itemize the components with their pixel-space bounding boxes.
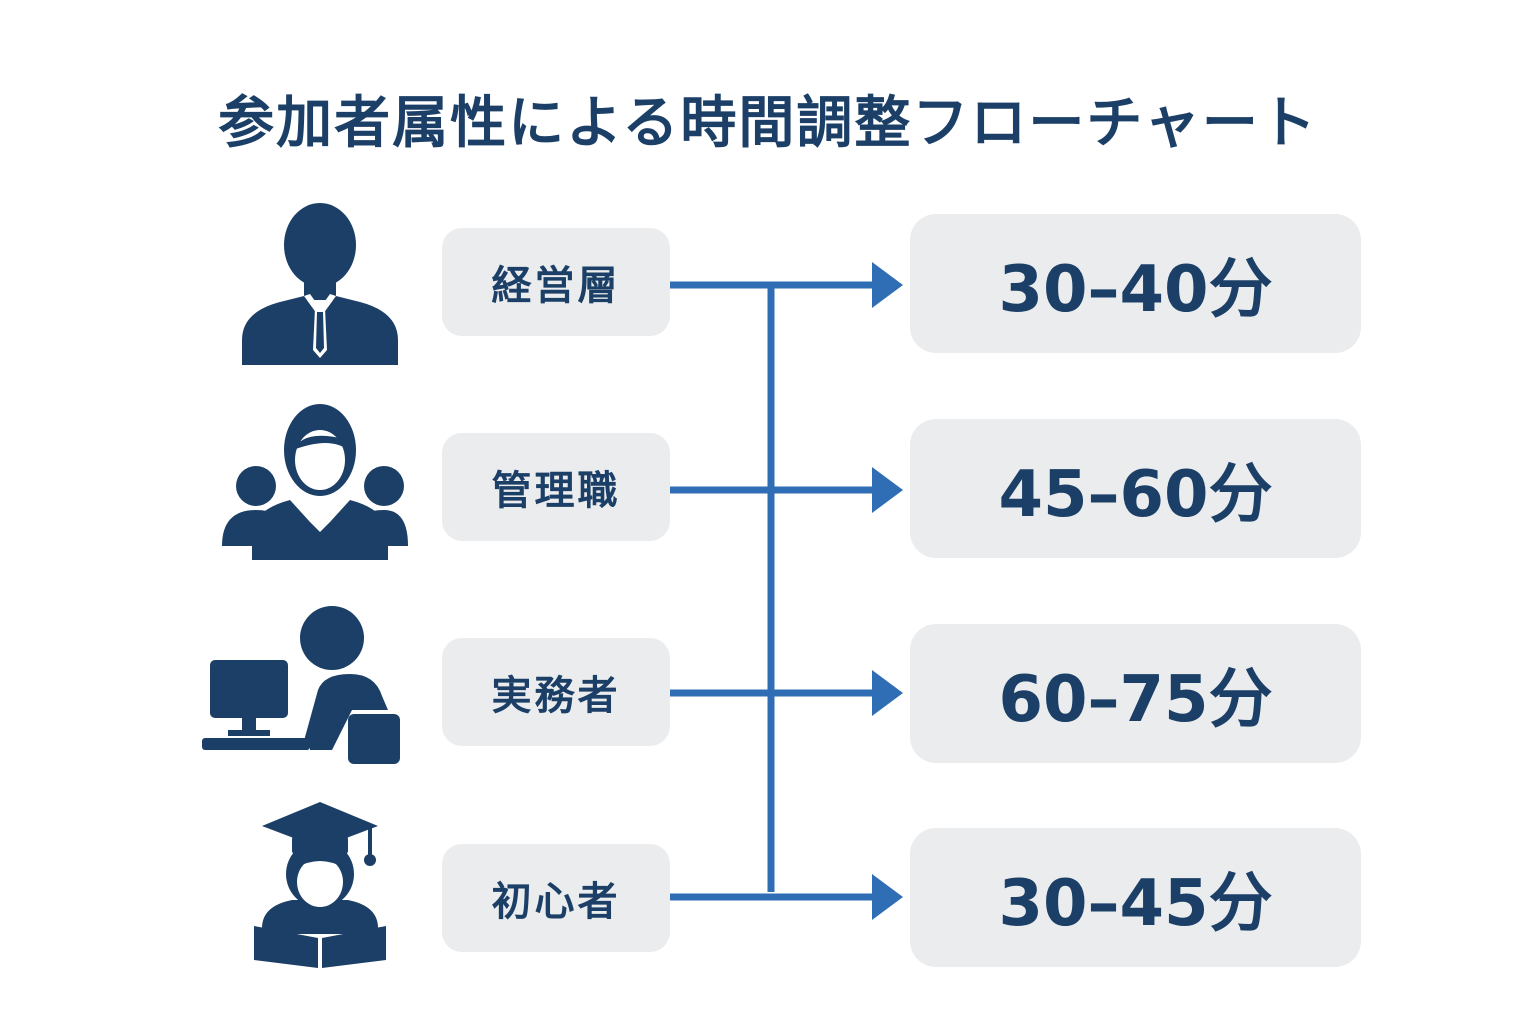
worker-at-computer-icon (200, 598, 430, 768)
arrowhead-2 (872, 467, 903, 513)
attribute-label-executive: 経営層 (442, 228, 670, 336)
executive-person-with-tie-icon (200, 200, 430, 370)
page-title: 参加者属性による時間調整フローチャート (218, 91, 1318, 156)
time-range-worker: 60–75分 (910, 624, 1361, 763)
arrowhead-4 (872, 874, 903, 920)
arrowhead-1 (872, 262, 903, 308)
attribute-label-beginner: 初心者 (442, 844, 670, 952)
time-range-beginner: 30–45分 (910, 828, 1361, 967)
arrowhead-3 (872, 670, 903, 716)
connector-lines (670, 281, 878, 901)
attribute-label-worker: 実務者 (442, 638, 670, 746)
attribute-label-manager: 管理職 (442, 433, 670, 541)
time-range-manager: 45–60分 (910, 419, 1361, 558)
manager-with-team-icon (200, 398, 430, 568)
time-range-executive: 30–40分 (910, 214, 1361, 353)
graduate-with-book-icon (200, 798, 430, 968)
connector-arrowheads (872, 262, 903, 920)
